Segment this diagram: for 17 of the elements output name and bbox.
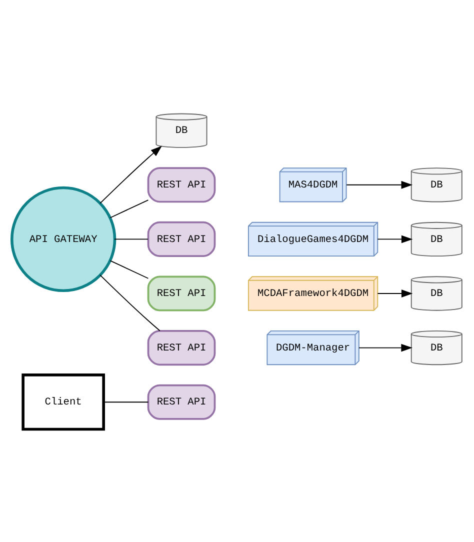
node-circle: API GATEWAY (10, 186, 116, 292)
connector (100, 274, 160, 331)
arrow (100, 145, 162, 204)
arrow (377, 289, 413, 297)
node-box: REST API (147, 384, 216, 420)
node-box: REST API (147, 166, 216, 202)
node-box: REST API (147, 275, 216, 311)
connector (110, 260, 149, 278)
node-box: REST API (147, 220, 216, 256)
connector (110, 199, 149, 218)
connector (114, 238, 148, 240)
arrow (377, 234, 413, 243)
connector (103, 401, 149, 402)
node-box: REST API (147, 330, 216, 366)
arrow (358, 343, 412, 352)
arrow (346, 180, 413, 188)
node-box: Client (22, 373, 105, 430)
